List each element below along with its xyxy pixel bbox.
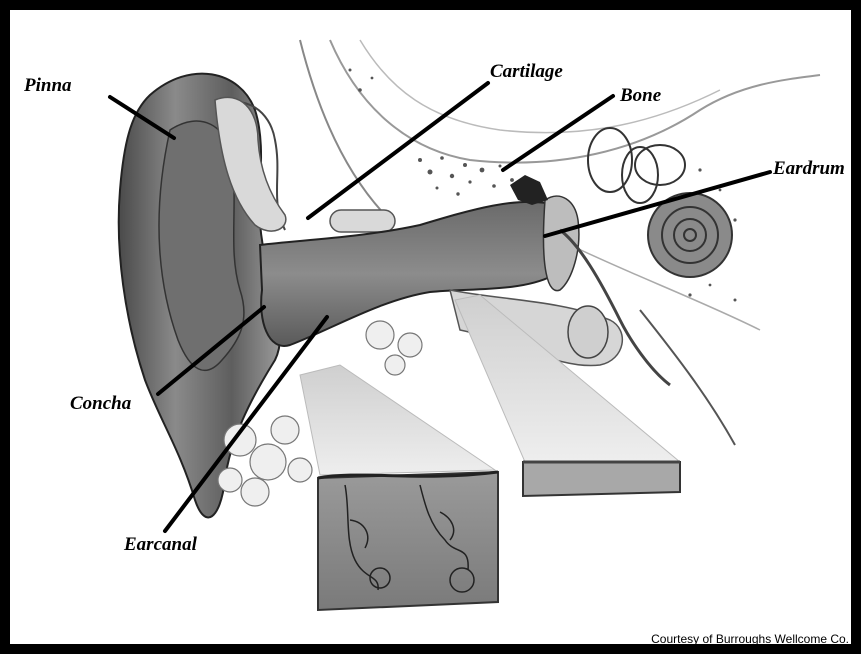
label-earcanal: Earcanal (124, 535, 197, 554)
image-credit: Courtesy of Burroughs Wellcome Co. (651, 632, 849, 646)
skin-tissue-block (318, 472, 498, 610)
label-bone: Bone (620, 86, 661, 105)
nerve-strand (640, 310, 735, 445)
label-pinna: Pinna (24, 76, 72, 95)
label-eardrum: Eardrum (773, 159, 845, 178)
pointer-cartilage (308, 83, 488, 218)
label-concha: Concha (70, 394, 131, 413)
label-cartilage: Cartilage (490, 62, 563, 81)
magnification-beams (300, 295, 680, 475)
bone-slice-block (523, 462, 680, 496)
pointer-bone (503, 96, 613, 170)
